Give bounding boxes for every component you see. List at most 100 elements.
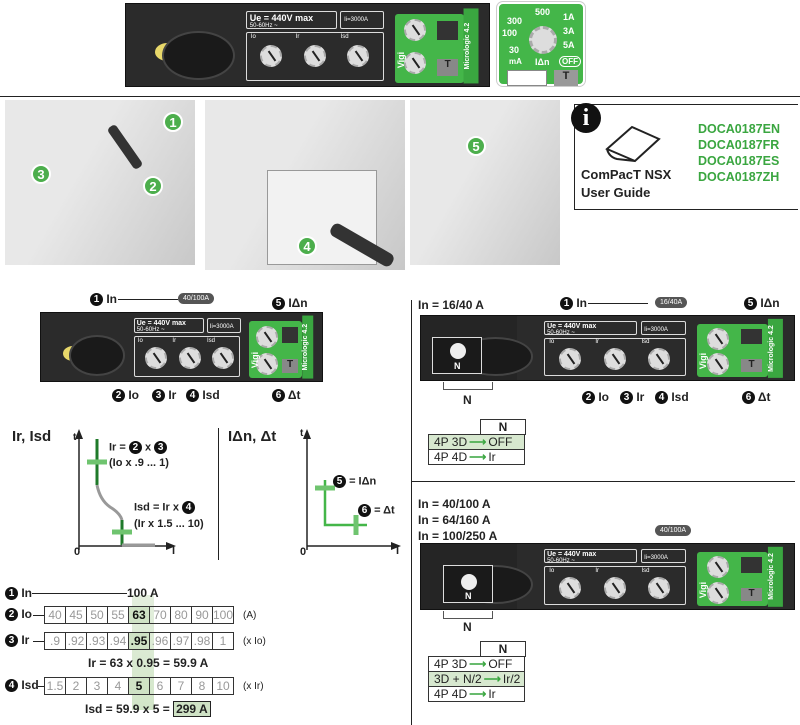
display [437, 20, 459, 40]
leader-line [588, 303, 648, 304]
neutral-selector[interactable]: N [443, 565, 493, 603]
isd-dial[interactable] [347, 45, 370, 68]
dt-dial[interactable] [404, 51, 427, 74]
idn-dial[interactable] [404, 19, 427, 42]
callout-100: 100 [502, 28, 518, 38]
i-axis-label: I [172, 545, 176, 557]
io-dial[interactable] [559, 576, 582, 599]
step-2-badge: 2 [143, 176, 163, 196]
idn-dial[interactable] [706, 327, 729, 350]
callout-ma: mA [509, 57, 522, 66]
model-label: Micrologic 4.2 [302, 316, 314, 379]
ir-row-label: 3 Ir [5, 633, 29, 648]
neutral-table-16-40: N 4P 3D⟶OFF 4P 4D⟶Ir [428, 419, 526, 465]
i-axis-label-2: I [396, 545, 400, 557]
io-dial[interactable] [260, 45, 283, 68]
ir-result: Ir = 63 x 0.95 = 59.9 A [88, 656, 209, 670]
neutral-table-40-100: N 4P 3D⟶OFF 3D + N/2⟶Ir/2 4P 4D⟶Ir [428, 641, 526, 702]
ir-value-cell: .92 [65, 632, 87, 650]
test-button[interactable]: T [282, 358, 299, 373]
ir-value-cell: .94 [107, 632, 129, 650]
test-connector [69, 335, 126, 377]
isd-dial[interactable] [648, 348, 671, 371]
idn-dial[interactable] [706, 556, 729, 579]
step-5-badge: 5 [466, 136, 486, 156]
io-dial[interactable] [559, 348, 582, 371]
idn-dial[interactable] [256, 325, 279, 348]
doc-code[interactable]: DOCA0187ES [698, 154, 780, 168]
n-row: 4P 3D⟶OFF [428, 434, 525, 450]
callout-off: OFF [559, 56, 581, 67]
rating-badge: 40/100A [178, 293, 215, 304]
leader-line [32, 593, 127, 594]
io-value-cell: 63 [128, 606, 150, 624]
test-button[interactable]: T [437, 59, 459, 76]
t-axis-label-2: t [300, 428, 304, 439]
neutral-selector[interactable]: N [432, 337, 482, 374]
io-value-cell: 80 [170, 606, 192, 624]
dial-panel: Io Ir Isd [245, 31, 384, 82]
isd-result: Isd = 59.9 x 5 = 299 A [85, 701, 211, 717]
isd-unit: (x Ir) [243, 681, 264, 692]
ir-dial[interactable] [178, 347, 201, 370]
io-value-cell: 55 [107, 606, 129, 624]
io-value-cell: 100 [212, 606, 234, 624]
io-value-cell: 40 [44, 606, 66, 624]
model-label: Micrologic 4.2 [463, 8, 479, 84]
ir-value-cell: .96 [149, 632, 171, 650]
ii-label: Ii=3000A [641, 549, 686, 564]
dt-dial[interactable] [706, 581, 729, 604]
callout-screen-icon [507, 70, 547, 86]
ir-value-cell: .95 [128, 632, 150, 650]
doc-code[interactable]: DOCA0187EN [698, 122, 780, 136]
doc-code[interactable]: DOCA0187ZH [698, 170, 780, 184]
step-3-badge: 3 [31, 164, 51, 184]
leader-line [38, 686, 45, 687]
dt-dial[interactable] [706, 353, 729, 376]
doc-code[interactable]: DOCA0187FR [698, 138, 780, 152]
ir-dial[interactable] [603, 576, 626, 599]
idn-callout: 5 IΔn [744, 296, 780, 311]
neutral-knob[interactable] [450, 343, 466, 359]
in-value: 100 A [127, 586, 159, 600]
rating-64-160: In = 64/160 A [418, 513, 491, 527]
callout-1a: 1A [563, 12, 575, 22]
dt-callout: 6 Δt [742, 390, 771, 405]
ir-dial[interactable] [603, 348, 626, 371]
dt-dial[interactable] [256, 352, 279, 375]
n-header: N [480, 419, 526, 435]
graph1-title: Ir, Isd [12, 428, 52, 445]
ir-range: (Io x .9 ... 1) [109, 457, 169, 469]
isd-value-cell: 10 [212, 677, 234, 695]
isd-value-cell: 4 [107, 677, 129, 695]
graph-divider [218, 428, 219, 560]
guide-subtitle: User Guide [581, 185, 651, 200]
callout-30: 30 [509, 45, 520, 55]
neutral-knob[interactable] [461, 574, 477, 590]
display [740, 329, 763, 345]
n-row: 3D + N/2⟶Ir/2 [428, 671, 525, 687]
idn-dial-zoom [529, 26, 557, 54]
ir-dial[interactable] [303, 45, 326, 68]
isd-dial[interactable] [648, 576, 671, 599]
test-button[interactable]: T [740, 587, 763, 601]
leader-line [33, 641, 45, 642]
n-header: N [480, 641, 526, 657]
neutral-label: N [454, 361, 461, 371]
callout-idn: IΔn [535, 57, 550, 67]
test-button[interactable]: T [740, 359, 763, 373]
rating-100-250: In = 100/250 A [418, 529, 498, 543]
callout-5a: 5A [563, 40, 575, 50]
doc-codes: DOCA0187EN DOCA0187FR DOCA0187ES DOCA018… [698, 121, 780, 185]
isd-value-cell: 2 [65, 677, 87, 695]
io-dial[interactable] [145, 347, 168, 370]
isd-dial[interactable] [212, 347, 235, 370]
ir-value-cell: 1 [212, 632, 234, 650]
vigi-callout: 300 500 1A 3A 5A 100 30 mA IΔn OFF T [497, 2, 585, 86]
